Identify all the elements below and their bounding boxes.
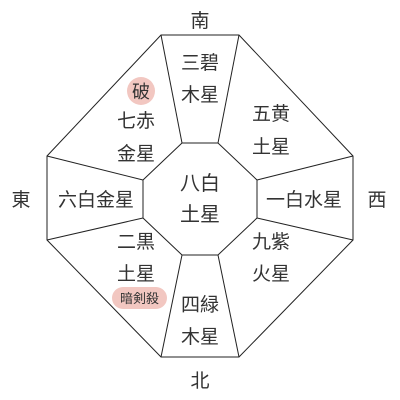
- divider-line: [217, 34, 240, 144]
- divider-line: [46, 217, 144, 241]
- center-star-line1: 八白: [180, 171, 220, 195]
- ankensatsu-badge-pill: [112, 287, 167, 309]
- sector-southeast-line2: 金星: [117, 143, 155, 165]
- direction-south: 南: [190, 10, 209, 32]
- ha-badge-label: 破: [132, 82, 150, 103]
- sector-south-line1: 三碧: [181, 52, 219, 74]
- divider-line: [256, 217, 354, 241]
- sector-southwest-line2: 土星: [252, 136, 290, 158]
- sector-west-line1: 一白水星: [266, 189, 342, 211]
- sector-northeast-line2: 土星: [117, 263, 155, 285]
- sector-southeast-line1: 七赤: [117, 110, 155, 132]
- sector-east-line1: 六白金星: [58, 189, 134, 211]
- direction-north: 北: [190, 370, 209, 392]
- ankensatsu-badge-label: 暗剣殺: [120, 292, 159, 307]
- divider-line: [160, 254, 183, 358]
- sector-dividers: [46, 34, 354, 358]
- sector-northwest-line2: 火星: [252, 263, 290, 285]
- divider-line: [160, 34, 183, 144]
- sector-northeast-line1: 二黒: [117, 231, 155, 253]
- sector-southwest-line1: 五黄: [252, 103, 290, 125]
- sector-south-line2: 木星: [181, 84, 219, 106]
- sector-northwest-line1: 九紫: [252, 231, 290, 253]
- center-star-line2: 土星: [180, 202, 220, 226]
- divider-line: [217, 254, 240, 358]
- divider-line: [256, 155, 354, 181]
- ha-badge-circle: [127, 77, 155, 105]
- direction-east: 東: [11, 189, 30, 211]
- inner-octagon: [142, 142, 258, 256]
- divider-line: [46, 155, 144, 181]
- direction-west: 西: [367, 189, 386, 211]
- sector-north-line2: 木星: [181, 326, 219, 348]
- sector-north-line1: 四緑: [181, 294, 219, 316]
